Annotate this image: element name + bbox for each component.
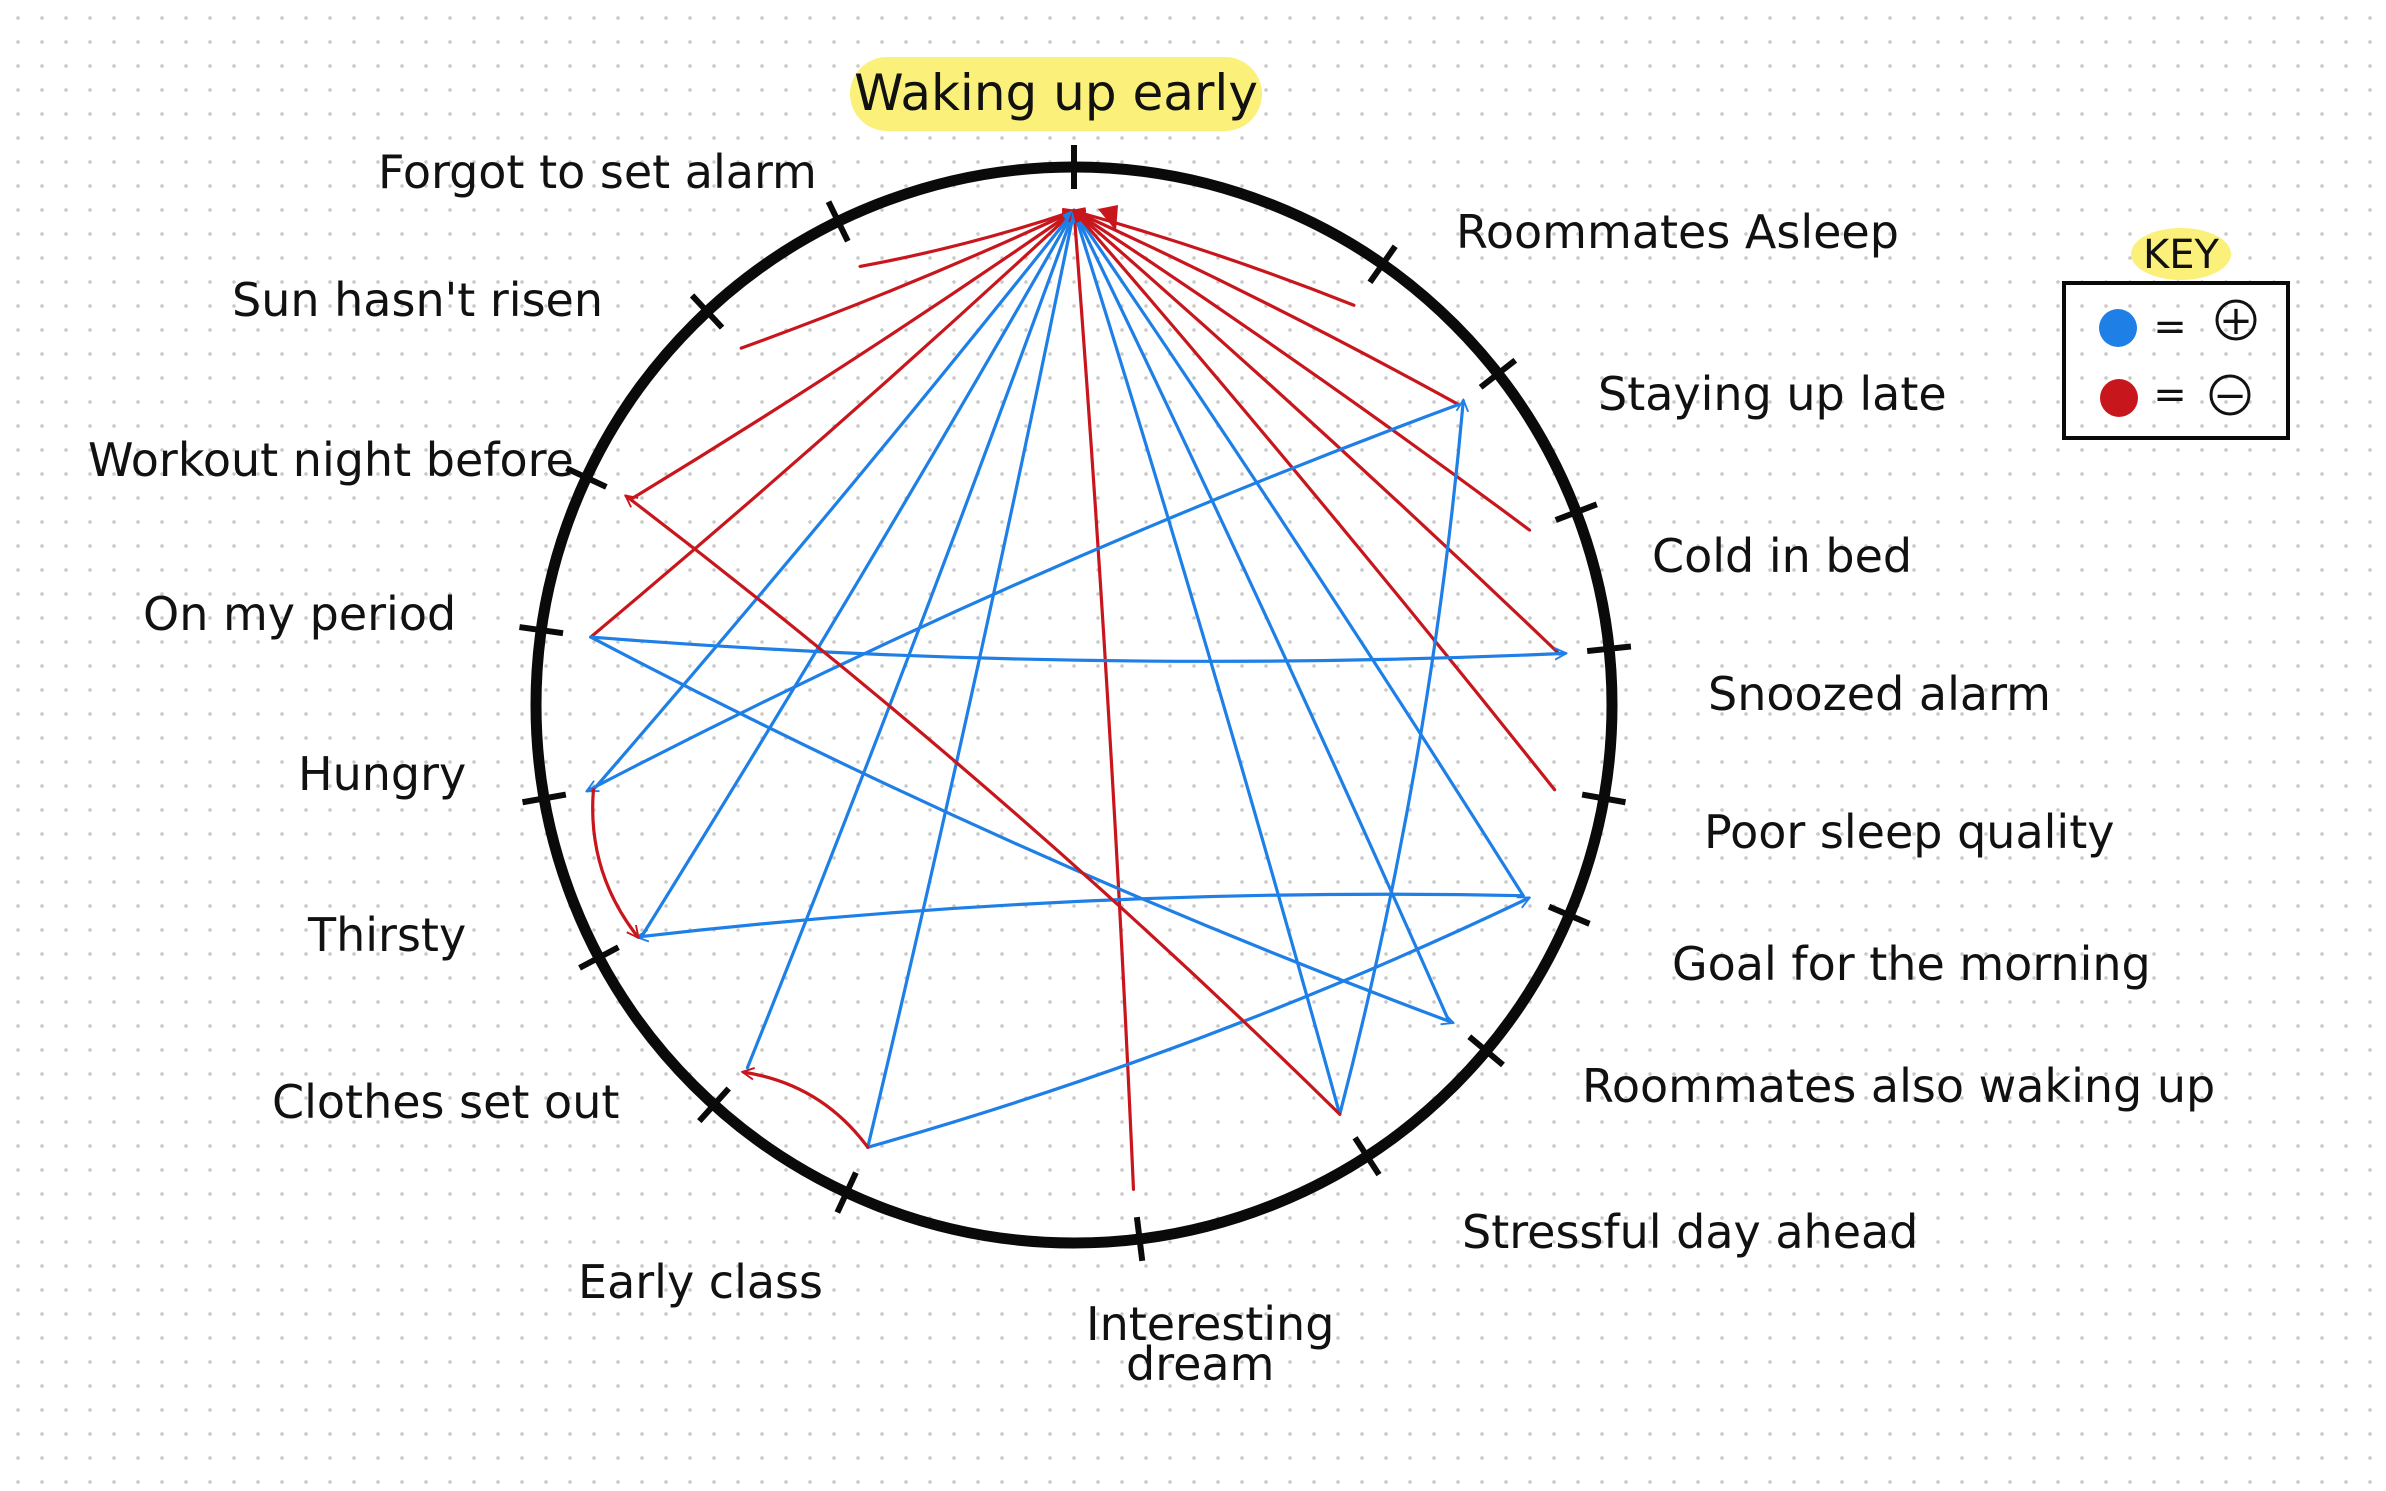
link-dream-to-waking-up-early [1074,211,1136,1191]
key-negative-dot [2100,379,2138,417]
link-staying-late-to-waking-up-early [1074,211,1461,407]
title-highlight [850,57,1262,131]
tick-snoozed [1586,643,1632,655]
link-stressful-to-staying-late [1338,401,1463,1116]
link-period-to-snoozed [589,635,1566,663]
label-snoozed: Snoozed alarm [1708,667,2051,721]
tick-hungry [521,791,567,806]
link-hungry-to-waking-up-early [591,211,1074,792]
link-workout-to-waking-up-early [630,211,1074,501]
key-positive-symbol: + [2219,298,2253,344]
label-forgot-alarm: Forgot to set alarm [378,145,817,199]
link-period-to-waking-up-early [589,211,1074,639]
label-roommates-asleep: Roommates Asleep [1456,205,1899,259]
link-period-to-roommates-waking [589,635,1453,1022]
key-title: KEY [2143,232,2220,278]
tick-poor-sleep [1581,791,1627,806]
link-staying-late-to-hungry [588,402,1461,793]
label-goal: Goal for the morning [1672,937,2151,991]
label-period: On my period [143,587,456,641]
link-goal-to-thirsty [638,892,1525,937]
label-staying-late: Staying up late [1598,367,1947,421]
tick-goal [1547,903,1591,927]
link-forgot-alarm-to-waking-up-early [858,211,1074,268]
key-negative-symbol: − [2213,373,2247,419]
key-positive-dot [2099,309,2137,347]
bold-arrowhead-marker [1098,205,1118,231]
link-poor-sleep-to-waking-up-early [1074,211,1557,792]
label-sun: Sun hasn't risen [232,273,603,327]
ring-ticks [519,145,1632,1262]
label-poor-sleep: Poor sleep quality [1704,805,2114,859]
tick-sun [689,293,725,330]
tick-workout [565,465,608,490]
tick-staying-late [1478,357,1518,390]
label-thirsty: Thirsty [307,908,466,962]
key-positive-equals: = [2153,304,2187,350]
label-hungry: Hungry [298,747,466,801]
tick-period [519,624,564,637]
tick-roommates-waking [1467,1034,1505,1068]
key-negative-symbol-circle [2209,374,2251,416]
link-goal-to-waking-up-early [1074,211,1525,898]
link-early-class-to-goal [866,898,1529,1149]
tick-forgot-alarm [825,200,851,243]
tick-roommates-asleep [1367,244,1398,285]
key-legend: KEY = + = − [2062,228,2290,440]
title-group: Waking up early [850,57,1262,131]
tick-cold [1554,501,1598,523]
link-hungry-to-thirsty [591,788,638,937]
link-early-class-to-waking-up-early [866,211,1074,1149]
label-cold: Cold in bed [1652,529,1912,583]
label-clothes: Clothes set out [272,1075,619,1129]
label-early-class: Early class [578,1255,823,1309]
link-stressful-to-workout [626,496,1342,1116]
tick-stressful [1352,1136,1382,1177]
link-sun-to-waking-up-early [739,211,1074,350]
label-stressful: Stressful day ahead [1462,1205,1918,1259]
link-snoozed-to-waking-up-early [1074,211,1561,656]
tick-dream [1133,1216,1146,1262]
tick-clothes [697,1086,731,1124]
key-positive-symbol-circle [2215,299,2257,341]
key-title-highlight [2131,228,2231,280]
link-roommates-waking-to-waking-up-early [1074,211,1450,1021]
key-negative-equals: = [2153,372,2187,418]
link-cold-to-waking-up-early [1074,211,1532,532]
link-clothes-to-waking-up-early [745,211,1074,1070]
link-early-class-to-clothes [743,1072,870,1149]
label-roommates-waking: Roommates also waking up [1582,1059,2215,1113]
tick-early-class [834,1171,859,1214]
title-text: Waking up early [854,64,1258,122]
key-box [2062,281,2290,440]
link-thirsty-to-waking-up-early [641,211,1074,936]
label-workout: Workout night before [88,433,574,487]
connection-lines [588,205,1566,1191]
tick-thirsty [578,944,620,971]
